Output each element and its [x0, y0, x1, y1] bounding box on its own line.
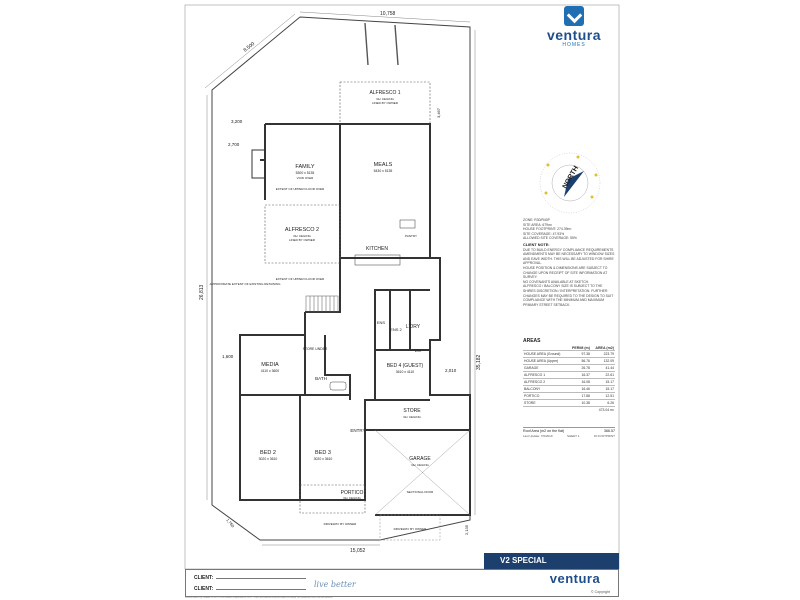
- dim-2135: 2,135: [464, 524, 469, 535]
- entry-label: ENTRY: [350, 428, 365, 433]
- compass: NORTH: [539, 152, 601, 214]
- ens2-label: ENS 2: [390, 327, 402, 332]
- svg-text:3020 x 3610: 3020 x 3610: [314, 457, 333, 461]
- svg-text:31c CEILING: 31c CEILING: [293, 234, 311, 238]
- alfresco2-label: ALFRESCO 2: [285, 227, 319, 233]
- media-label: MEDIA: [261, 362, 279, 368]
- svg-text:LINED BY OWNER: LINED BY OWNER: [289, 238, 316, 242]
- ventura-logo-icon: [564, 6, 584, 26]
- meals-label: MEALS: [374, 162, 393, 168]
- svg-text:APPROXIMATE EXTENT OF EXISTING: APPROXIMATE EXTENT OF EXISTING RETAINING: [210, 282, 282, 286]
- dim-top: 10,758: [380, 11, 396, 17]
- areas-heading: AREAS: [523, 338, 541, 344]
- family-label: FAMILY: [295, 164, 314, 170]
- store-label: STORE: [403, 408, 421, 414]
- bath-label: BATH: [315, 376, 327, 381]
- svg-text:EXTENT OF UPPER FLOOR OVER: EXTENT OF UPPER FLOOR OVER: [276, 277, 325, 281]
- svg-text:3020 x 3610: 3020 x 3610: [259, 457, 278, 461]
- svg-text:4110 x 3600: 4110 x 3600: [261, 369, 280, 373]
- bed2-label: BED 2: [260, 450, 276, 456]
- dim-3200: 3,200: [231, 119, 243, 124]
- client-line-1: CLIENT:: [194, 575, 307, 581]
- table-row: 473.04 m²: [523, 406, 615, 413]
- dim-3467: 3,467: [436, 107, 441, 118]
- stairs: [305, 295, 339, 313]
- client-line-2: CLIENT:: [194, 586, 307, 592]
- footer: CLIENT: CLIENT: live better ventura © Co…: [185, 569, 619, 597]
- slogan: live better: [314, 580, 356, 589]
- svg-text:5300 x 5135: 5300 x 5135: [296, 171, 315, 175]
- ens-label: ENS: [377, 320, 386, 325]
- bed4-label: BED 4 (GUEST): [387, 363, 424, 369]
- table-header: PERIM (m)AREA (m2): [571, 346, 614, 350]
- dim-2700: 2,700: [228, 142, 240, 147]
- svg-text:3610 x 4110: 3610 x 4110: [396, 370, 415, 374]
- logo-wordmark: ventura: [546, 27, 602, 43]
- svg-text:31c CEILING: 31c CEILING: [343, 496, 361, 500]
- svg-text:5430 x 5135: 5430 x 5135: [374, 169, 393, 173]
- store-under-label: STORE UNDER: [303, 347, 328, 351]
- pantry-label: PANTRY: [405, 234, 417, 238]
- dim-1760: 1,760: [225, 517, 236, 528]
- copyright: © Copyright: [590, 590, 610, 594]
- svg-text:31c CEILING: 31c CEILING: [403, 415, 421, 419]
- bed3-label: BED 3: [315, 450, 331, 456]
- logo-sub: HOMES: [562, 42, 586, 48]
- kitchen-label: KITCHEN: [366, 246, 388, 252]
- portico-label: PORTICO: [341, 490, 364, 496]
- client-note-heading: CLIENT NOTE:: [523, 242, 550, 247]
- driveway-label-2: DRIVEWAY BY OWNER: [324, 522, 358, 526]
- dim-1600: 1,600: [222, 354, 234, 359]
- wir-label: WIR: [415, 349, 422, 353]
- design-name-banner: V2 SPECIAL: [484, 553, 619, 569]
- driveway-label: DRIVEWAY BY OWNER: [394, 527, 428, 531]
- sectional-door-label: SECTIONAL DOOR: [407, 490, 435, 494]
- svg-text:31c CEILING: 31c CEILING: [376, 97, 394, 101]
- logo-wordmark-bottom: ventura: [549, 571, 601, 586]
- svg-text:31c CEILING: 31c CEILING: [411, 463, 429, 467]
- areas-table: PERIM (m)AREA (m2) HOUSE AREA (Ground)97…: [523, 346, 615, 413]
- logo-bottom[interactable]: ventura: [538, 572, 612, 586]
- svg-text:LINED BY OWNER: LINED BY OWNER: [372, 101, 399, 105]
- site-info: ZONE: R30/R40P SITE AREA: 679m² HOUSE FO…: [523, 218, 615, 307]
- logo-top[interactable]: ventura HOMES: [538, 6, 610, 50]
- svg-text:VOID OVER: VOID OVER: [297, 176, 315, 180]
- dim-2010: 2,010: [445, 368, 457, 373]
- alfresco1-label: ALFRESCO 1: [369, 90, 400, 96]
- dim-bottom: 15,052: [350, 548, 366, 554]
- dim-right: 35,182: [476, 354, 482, 370]
- garage-label: GARAGE: [409, 456, 431, 462]
- roof-area: Roof Area (m2 on the flat)366.57: [523, 427, 615, 433]
- svg-text:EXTENT OF UPPER FLOOR OVER: EXTENT OF UPPER FLOOR OVER: [276, 187, 325, 191]
- fine-print: Ventura Homes Pty Ltd ABN 45 009 291 049…: [185, 597, 333, 599]
- house-walls: [239, 123, 471, 516]
- areas-total: 473.04 m²: [590, 406, 615, 413]
- laundry-label: L'DRY: [406, 324, 421, 330]
- dim-left: 26,813: [199, 284, 205, 300]
- site-boundary: [211, 16, 471, 541]
